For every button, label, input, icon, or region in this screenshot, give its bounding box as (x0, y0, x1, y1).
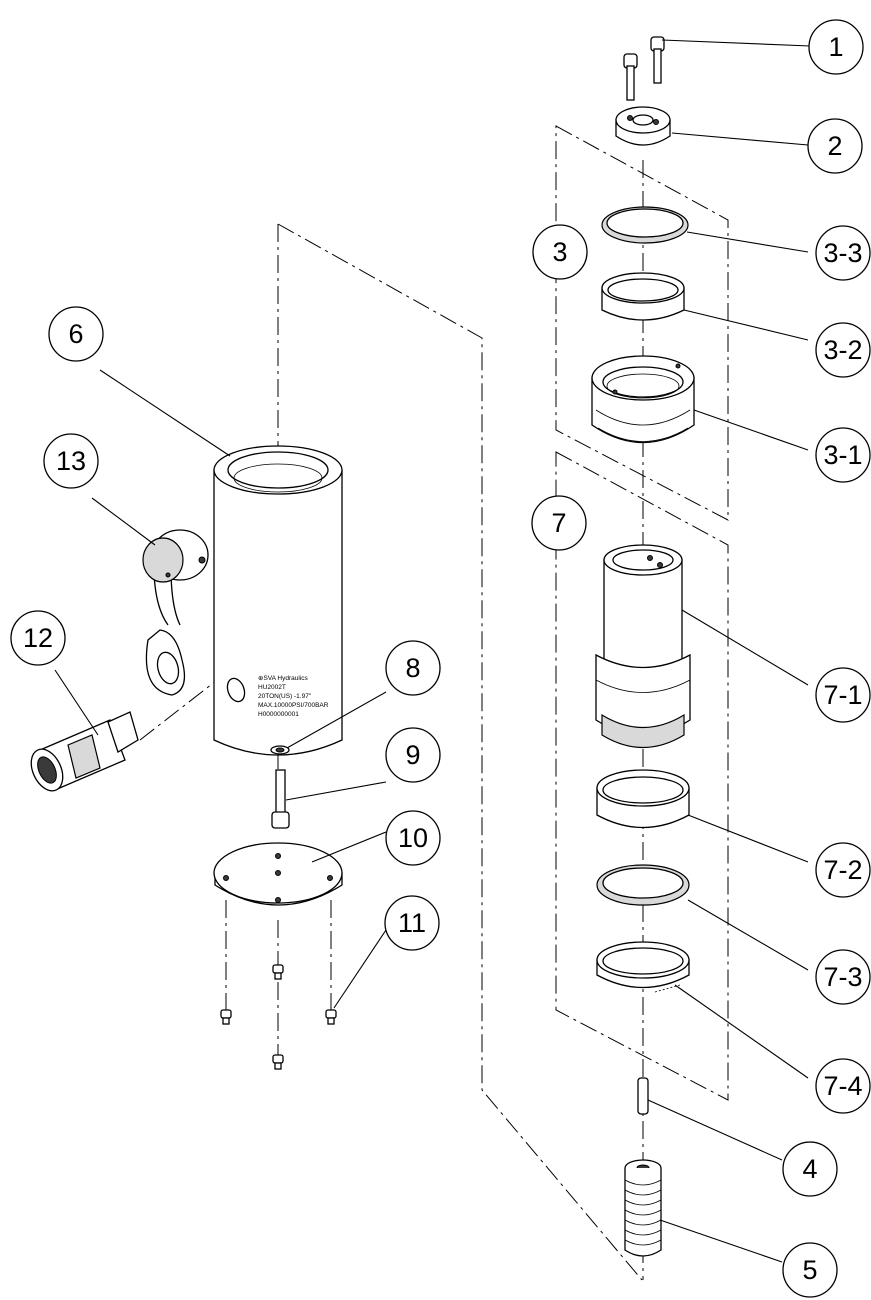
leader-1 (661, 39, 811, 47)
cylinder-explode-outline (277, 223, 643, 1281)
leader-10 (311, 831, 387, 863)
svg-text:6: 6 (68, 319, 83, 349)
svg-text:3-3: 3-3 (823, 238, 862, 268)
leader-2 (671, 132, 809, 146)
svg-text:5: 5 (802, 1255, 817, 1285)
bubble-3-3: 3-3 (815, 225, 871, 281)
leader-13 (91, 497, 156, 546)
leader-6 (99, 369, 231, 457)
wiper-ring-part-7-4 (596, 941, 690, 993)
bubble-12: 12 (10, 610, 66, 666)
bubble-7-1: 7-1 (815, 667, 871, 723)
svg-text:12: 12 (23, 623, 53, 653)
leader-7-1 (681, 609, 809, 686)
bubble-7-3: 7-3 (815, 949, 871, 1005)
svg-text:3-1: 3-1 (823, 440, 862, 470)
leader-4 (647, 1099, 783, 1161)
svg-text:8: 8 (405, 653, 420, 683)
bubble-6: 6 (48, 306, 104, 362)
screw-pair-part-1 (623, 36, 665, 101)
svg-text:1: 1 (828, 32, 843, 62)
svg-text:4: 4 (802, 1154, 817, 1184)
coupler-part-12 (30, 711, 139, 792)
leader-3-3 (686, 231, 809, 253)
leader-9 (285, 781, 387, 801)
leader-7-4 (674, 984, 809, 1079)
cylinder-marking-line-5: H0000000001 (258, 711, 299, 718)
bubble-1: 1 (808, 19, 864, 75)
bushing-part-3-2 (601, 272, 685, 321)
svg-text:10: 10 (398, 823, 428, 853)
washer-part-8 (270, 745, 290, 755)
svg-text:7-1: 7-1 (823, 680, 862, 710)
bubble-7-4: 7-4 (815, 1058, 871, 1114)
bubble-11: 11 (384, 895, 440, 951)
cylinder-marking-line-4: MAX.10000PSI/700BAR (258, 702, 329, 709)
bubble-10: 10 (385, 810, 441, 866)
gland-nut-part-3-1 (591, 355, 695, 444)
svg-text:7: 7 (551, 508, 566, 538)
bolt-part-9 (271, 769, 290, 829)
cylinder-marking-line-3: 20TON(US) -1.97" (258, 693, 312, 700)
bubble-7-2: 7-2 (815, 842, 871, 898)
dust-cap-part-13 (142, 529, 209, 696)
threaded-stud-part-5 (624, 1159, 662, 1257)
cylinder-marking-line-2: HU2002T (258, 684, 286, 691)
leader-5 (659, 1219, 783, 1263)
svg-text:7-3: 7-3 (823, 962, 862, 992)
bubble-3: 3 (532, 224, 588, 280)
leader-7-2 (687, 814, 809, 863)
svg-text:2: 2 (827, 131, 842, 161)
bubble-5: 5 (782, 1242, 838, 1298)
bubble-2: 2 (807, 118, 863, 174)
base-plate-part-10 (213, 842, 343, 906)
top-cap-part-2 (615, 106, 671, 146)
leader-11 (333, 929, 387, 1009)
cylinder-marking-line-1: ⊕SVA Hydraulics (258, 675, 309, 682)
callout-bubbles: 1 2 3 3-3 3-2 3-1 7 7-1 7-2 7-3 7-4 4 5 … (10, 19, 871, 1298)
group-3-outline (555, 125, 729, 521)
group-7-outline (555, 451, 729, 1101)
bubble-9: 9 (385, 727, 441, 783)
bubble-4: 4 (782, 1141, 838, 1197)
pin-part-4 (637, 1077, 649, 1115)
part-drawings: ⊕SVA Hydraulics HU2002T 20TON(US) -1.97"… (30, 36, 695, 1257)
bubble-8: 8 (385, 640, 441, 696)
leader-8 (286, 691, 387, 749)
svg-text:9: 9 (405, 740, 420, 770)
thin-ring-part-7-3 (596, 864, 690, 906)
svg-text:7-2: 7-2 (823, 855, 862, 885)
svg-text:7-4: 7-4 (823, 1071, 862, 1101)
bubble-3-1: 3-1 (815, 427, 871, 483)
piston-rod-part-7-1 (595, 544, 691, 749)
svg-text:13: 13 (56, 446, 86, 476)
leader-3-1 (693, 409, 809, 451)
small-screws-part-11 (220, 964, 337, 1070)
leader-lines (54, 39, 811, 1263)
leader-3-2 (683, 309, 809, 341)
bubble-13: 13 (43, 433, 99, 489)
bubble-3-2: 3-2 (815, 322, 871, 378)
svg-text:3: 3 (552, 237, 567, 267)
cylinder-body-part-6: ⊕SVA Hydraulics HU2002T 20TON(US) -1.97"… (213, 445, 343, 756)
svg-text:11: 11 (398, 908, 426, 938)
sleeve-part-7-2 (596, 769, 690, 829)
leader-12 (54, 669, 99, 736)
bubble-7: 7 (531, 495, 587, 551)
leader-7-3 (687, 899, 809, 971)
ring-part-3-3 (601, 206, 689, 244)
svg-text:3-2: 3-2 (823, 335, 862, 365)
